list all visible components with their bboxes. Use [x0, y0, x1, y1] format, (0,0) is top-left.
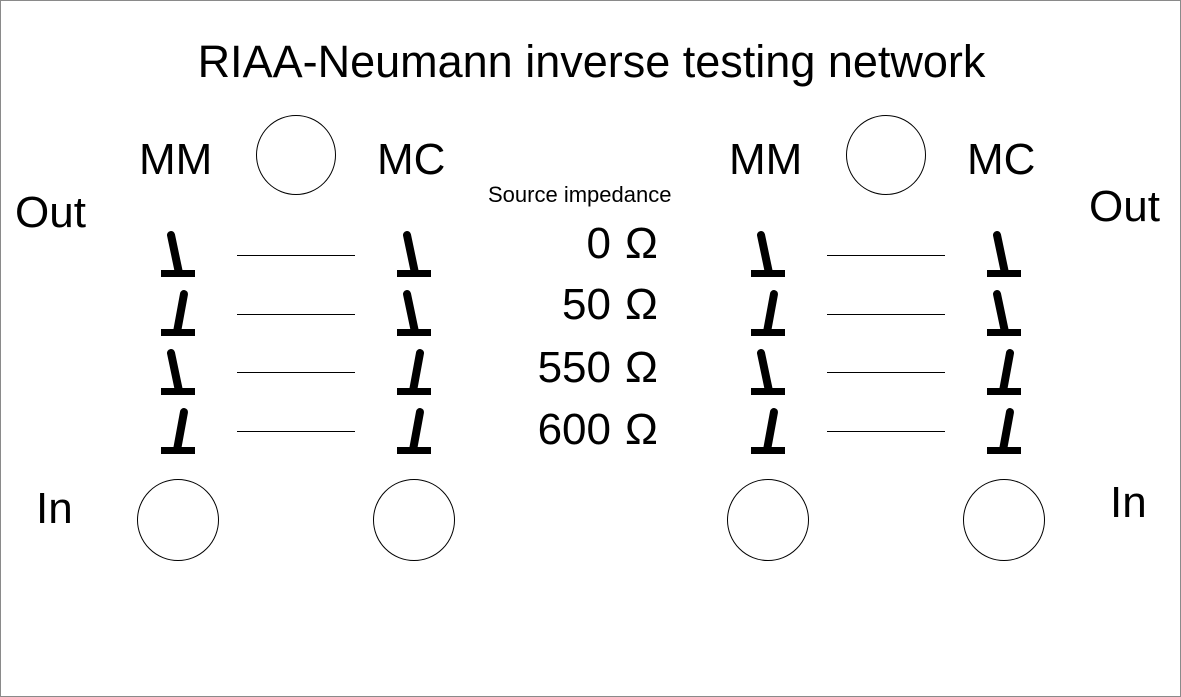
- right-switch-link-line: [827, 255, 945, 256]
- left-mm-toggle-switch[interactable]: [158, 406, 202, 456]
- left-switch-link-line: [237, 255, 355, 256]
- right-in-label: In: [1110, 478, 1147, 527]
- left-switch-link-line: [237, 372, 355, 373]
- impedance-value-50: 50: [562, 280, 611, 329]
- left-mm-label: MM: [139, 135, 213, 184]
- right-mc-toggle-switch[interactable]: [984, 288, 1028, 338]
- ohm-symbol: Ω: [625, 343, 658, 392]
- right-switch-link-line: [827, 314, 945, 315]
- ohm-symbol: Ω: [625, 405, 658, 454]
- ohm-symbol: Ω: [625, 280, 658, 329]
- right-mc-input-jack[interactable]: [963, 479, 1045, 561]
- impedance-value-550: 550: [537, 343, 611, 392]
- right-out-label: Out: [1089, 182, 1160, 231]
- left-mm-toggle-switch[interactable]: [158, 347, 202, 397]
- impedance-value-0: 0: [586, 219, 611, 268]
- right-switch-link-line: [827, 372, 945, 373]
- right-mm-input-jack[interactable]: [727, 479, 809, 561]
- right-mm-mc-selector-knob[interactable]: [846, 115, 926, 195]
- right-mc-label: MC: [967, 135, 1036, 184]
- left-mc-toggle-switch[interactable]: [394, 347, 438, 397]
- right-mm-toggle-switch[interactable]: [748, 406, 792, 456]
- right-mm-label: MM: [729, 135, 803, 184]
- source-impedance-label: Source impedance: [488, 182, 672, 207]
- left-mc-toggle-switch[interactable]: [394, 406, 438, 456]
- left-in-label: In: [36, 484, 73, 533]
- left-mm-toggle-switch[interactable]: [158, 288, 202, 338]
- left-mc-toggle-switch[interactable]: [394, 229, 438, 279]
- left-mm-mc-selector-knob[interactable]: [256, 115, 336, 195]
- ohm-symbol: Ω: [625, 219, 658, 268]
- right-mm-toggle-switch[interactable]: [748, 347, 792, 397]
- left-switch-link-line: [237, 314, 355, 315]
- right-mc-toggle-switch[interactable]: [984, 347, 1028, 397]
- right-mc-toggle-switch[interactable]: [984, 406, 1028, 456]
- left-switch-link-line: [237, 431, 355, 432]
- left-mc-input-jack[interactable]: [373, 479, 455, 561]
- left-mm-input-jack[interactable]: [137, 479, 219, 561]
- left-mc-toggle-switch[interactable]: [394, 288, 438, 338]
- right-mm-toggle-switch[interactable]: [748, 229, 792, 279]
- right-mm-toggle-switch[interactable]: [748, 288, 792, 338]
- impedance-value-600: 600: [537, 405, 611, 454]
- left-mc-label: MC: [377, 135, 446, 184]
- right-switch-link-line: [827, 431, 945, 432]
- left-out-label: Out: [15, 188, 86, 237]
- right-mc-toggle-switch[interactable]: [984, 229, 1028, 279]
- left-mm-toggle-switch[interactable]: [158, 229, 202, 279]
- panel-title: RIAA-Neumann inverse testing network: [197, 36, 986, 87]
